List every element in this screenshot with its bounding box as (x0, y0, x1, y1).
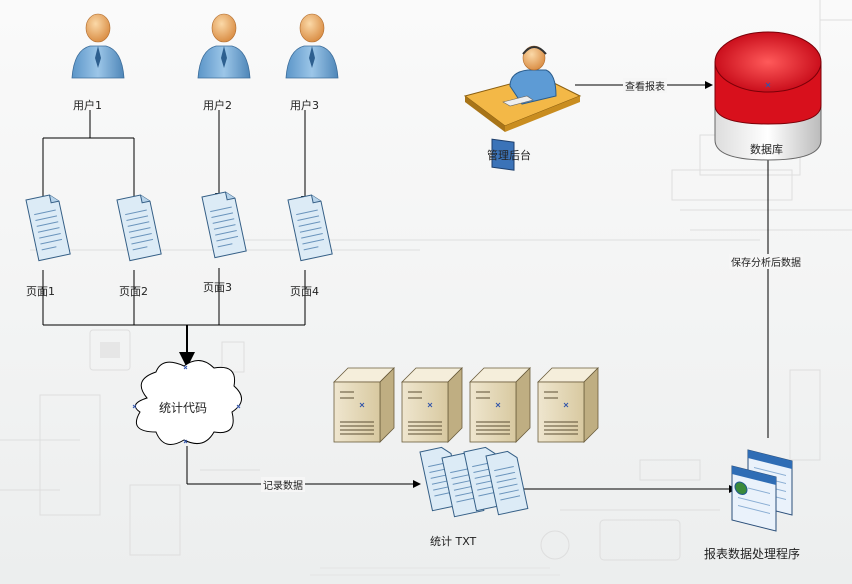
admin-workstation-icon (463, 45, 582, 171)
server-1-icon (333, 367, 395, 443)
edge-label-save-analyzed: 保存分析后数据 (729, 254, 803, 269)
report-program-icon (731, 449, 793, 532)
user-3-icon (285, 13, 339, 79)
page-1-icon (25, 194, 71, 262)
stats-txt-documents-icon (419, 446, 529, 518)
page-2-icon (116, 194, 162, 262)
server-3-icon (469, 367, 531, 443)
page-4-label: 页面4 (290, 285, 319, 298)
page-3-label: 页面3 (203, 281, 232, 294)
report-program-label: 报表数据处理程序 (704, 547, 801, 561)
page-3-icon (201, 191, 247, 259)
user-1-label: 用户1 (73, 99, 102, 112)
edge-label-view-report: 查看报表 (623, 78, 667, 93)
database-label: 数据库 (750, 143, 783, 156)
stats-txt-label: 统计 TXT (430, 535, 477, 548)
connectors (39, 81, 772, 493)
server-4-icon (537, 367, 599, 443)
user-2-label: 用户2 (203, 99, 232, 112)
user-2-icon (197, 13, 251, 79)
server-2-icon (401, 367, 463, 443)
user-3-label: 用户3 (290, 99, 319, 112)
admin-label: 管理后台 (487, 149, 531, 162)
page-4-icon (287, 194, 333, 262)
page-1-label: 页面1 (26, 285, 55, 298)
stats-code-cloud-icon (132, 360, 242, 445)
stats-code-label: 统计代码 (159, 401, 208, 415)
page-2-label: 页面2 (119, 285, 148, 298)
edge-label-record-data: 记录数据 (261, 477, 305, 492)
user-1-icon (71, 13, 125, 79)
servers-group (333, 367, 599, 443)
database-icon (714, 31, 822, 161)
